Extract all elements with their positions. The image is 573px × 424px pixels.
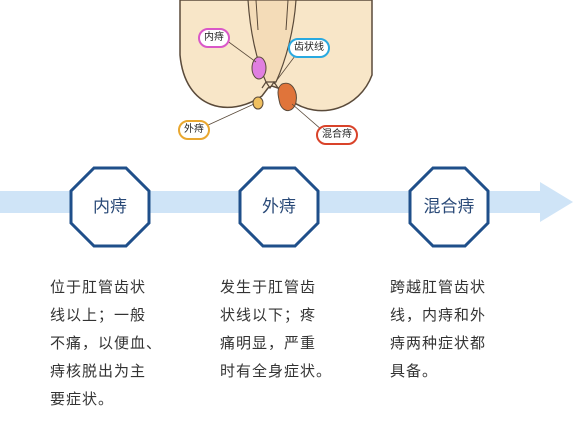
category-description-mixed: 跨越肛管齿状 线，内痔和外 痔两种症状都 具备。 — [390, 278, 487, 380]
badge-external — [238, 166, 320, 248]
category-description-external: 发生于肛管齿 状线以下；疼 痛明显，严重 时有全身症状。 — [220, 278, 333, 380]
badge-mixed — [408, 166, 490, 248]
mixed-hemorrhoid-shape — [277, 82, 297, 111]
category-title-internal: 内痔 — [93, 197, 127, 217]
badge-internal — [69, 166, 151, 248]
internal-hemorrhoid-shape — [251, 56, 267, 80]
label-external-hemorrhoid: 外痔 — [178, 120, 210, 140]
category-title-mixed: 混合痔 — [423, 197, 475, 217]
anatomy-illustration — [179, 0, 373, 131]
label-internal-hemorrhoid: 内痔 — [198, 28, 230, 48]
label-dentate-line: 齿状线 — [288, 38, 330, 58]
category-description-internal: 位于肛管齿状 线以上；一般 不痛，以便血、 痔核脱出为主 要症状。 — [50, 278, 163, 408]
label-mixed-hemorrhoid: 混合痔 — [316, 125, 358, 145]
category-title-external: 外痔 — [262, 197, 296, 217]
dentate-line-shape — [261, 80, 279, 90]
external-hemorrhoid-shape — [252, 96, 264, 110]
